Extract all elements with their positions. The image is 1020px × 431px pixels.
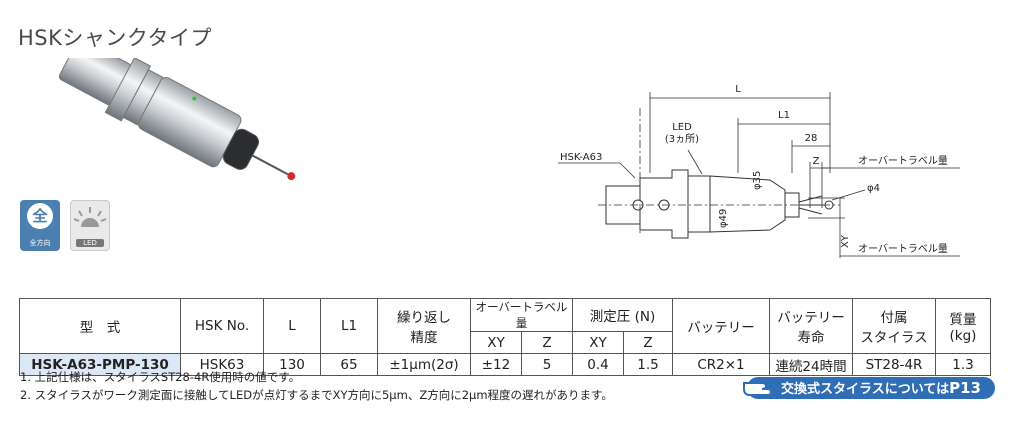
all-direction-icon: 全 [27, 203, 53, 229]
led-light-icon [73, 207, 107, 227]
th-L1: L1 [320, 298, 378, 354]
th-mass: 質量 (kg) [935, 298, 991, 354]
phi4-label: φ4 [867, 183, 880, 194]
table-row: HSK-A63-PMP-130 HSK63 130 65 ±1μm(2σ) ±1… [19, 353, 991, 376]
product-photo [58, 58, 296, 181]
dim-L1: L1 [778, 110, 790, 121]
cell-L1: 65 [320, 353, 378, 376]
page-title: HSKシャンクタイプ [18, 26, 213, 50]
pointing-hand-icon [743, 382, 773, 396]
th-repeat: 繰り返し 精度 [377, 298, 471, 354]
cell-ot-xy: ±12 [470, 353, 522, 376]
th-overtravel: オーバートラベル量 [470, 298, 573, 332]
th-repeat-1: 繰り返し [397, 310, 451, 326]
hsk-label: HSK-A63 [560, 152, 602, 163]
overtravel-top: オーバートラベル量 [858, 155, 948, 167]
technical-drawing: L L1 28 Z オーバートラベル量 オーバートラベル量 LED (3ヵ所) … [558, 84, 960, 258]
th-stylus-2: スタイラス [860, 330, 928, 346]
cell-life: 連続24時間 [769, 353, 853, 376]
dim-L: L [735, 84, 741, 95]
th-life-1: バッテリー [777, 310, 845, 326]
th-ot-xy: XY [470, 331, 522, 354]
overtravel-bottom: オーバートラベル量 [858, 243, 948, 255]
th-f-z: Z [623, 331, 673, 354]
led-label-1: LED [672, 122, 692, 133]
cell-hsk: HSK63 [180, 353, 264, 376]
led-label: LED [76, 239, 104, 247]
th-stylus-1: 付属 [880, 310, 908, 326]
th-ot-z: Z [521, 331, 573, 354]
all-direction-label: 全方向 [29, 239, 51, 247]
cell-battery: CR2×1 [672, 353, 770, 376]
dim-Z: Z [813, 156, 820, 167]
cell-ot-z: 5 [521, 353, 573, 376]
th-battery: バッテリー [672, 298, 770, 354]
th-L: L [263, 298, 321, 354]
stylus-reference-link[interactable]: 交換式スタイラスについてはP13 [747, 377, 995, 399]
th-life: バッテリー 寿命 [769, 298, 853, 354]
cell-stylus: ST28-4R [852, 353, 936, 376]
ref-page: P13 [949, 379, 981, 397]
cell-L: 130 [263, 353, 321, 376]
cell-f-xy: 0.4 [572, 353, 624, 376]
th-mass-2: (kg) [949, 328, 977, 344]
cell-model: HSK-A63-PMP-130 [19, 353, 181, 376]
ref-text: 交換式スタイラスについては [781, 382, 950, 397]
all-direction-badge: 全 全方向 [20, 200, 60, 251]
phi35-label: φ35 [752, 171, 763, 190]
th-repeat-2: 精度 [410, 330, 438, 346]
th-hsk: HSK No. [180, 298, 264, 354]
led-badge: LED [70, 200, 110, 251]
cell-f-z: 1.5 [623, 353, 673, 376]
note-2: 2. スタイラスがワーク測定面に接触してLEDが点灯するまでXY方向に5μm、Z… [20, 388, 613, 402]
th-f-xy: XY [572, 331, 624, 354]
th-life-2: 寿命 [797, 330, 825, 346]
spec-table: 型 式 HSK No. L L1 繰り返し 精度 オーバートラベル量 測定圧 (… [19, 298, 991, 376]
dim-28: 28 [805, 133, 818, 144]
led-label-2: (3ヵ所) [665, 133, 699, 145]
note-1: 1. 上記仕様は、スタイラスST28-4R使用時の値です。 [20, 370, 301, 384]
th-model: 型 式 [19, 298, 181, 354]
phi49-label: φ49 [718, 209, 729, 228]
notes: 1. 上記仕様は、スタイラスST28-4R使用時の値です。 2. スタイラスがワ… [20, 368, 613, 404]
th-force: 測定圧 (N) [572, 298, 673, 332]
th-mass-1: 質量 [949, 312, 977, 328]
cell-mass: 1.3 [935, 353, 991, 376]
dim-XY: XY [840, 234, 851, 248]
th-stylus: 付属 スタイラス [852, 298, 936, 354]
